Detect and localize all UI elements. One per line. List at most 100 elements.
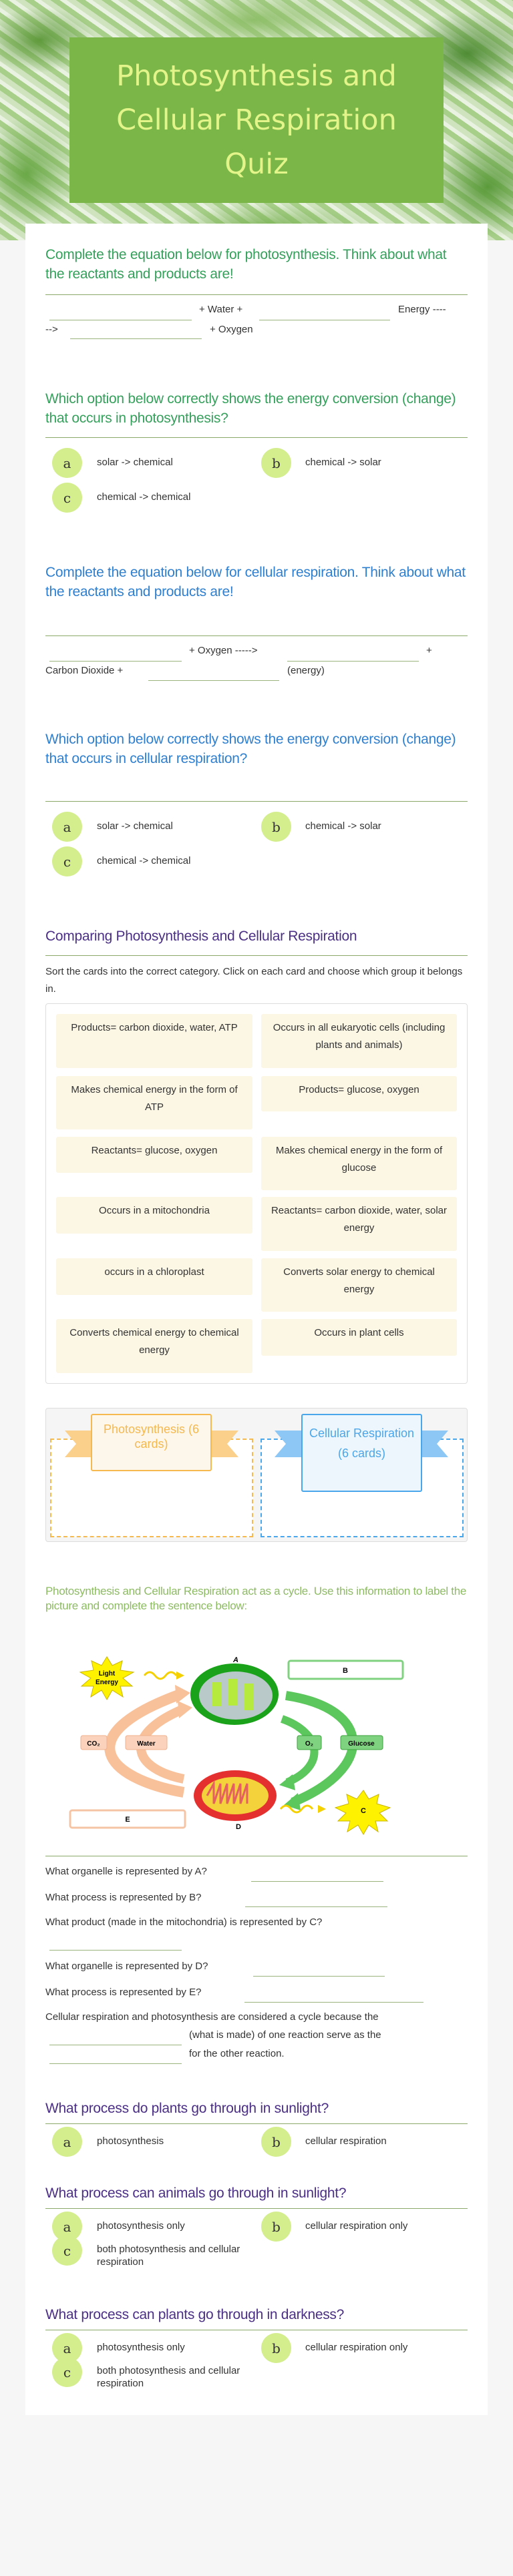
q3-blank-2[interactable] — [287, 661, 419, 662]
sort-card[interactable]: Occurs in a mitochondria — [56, 1197, 252, 1234]
option-label[interactable]: photosynthesis only — [97, 2342, 185, 2353]
q1-blank-3[interactable] — [70, 338, 202, 339]
option-letter-c: c — [52, 2357, 82, 2387]
title-box: Photosynthesis and Cellular Respiration … — [69, 37, 444, 203]
co2-label: CO₂ — [87, 1740, 100, 1748]
answer-d-input[interactable] — [253, 1976, 385, 1977]
option-letter-c: c — [52, 483, 82, 513]
question-b: What process is represented by B? — [45, 1892, 202, 1903]
question-d: What organelle is represented by D? — [45, 1961, 208, 1972]
option-label[interactable]: solar -> chemical — [97, 820, 173, 832]
sort-card[interactable]: Makes chemical energy in the form of glu… — [261, 1137, 457, 1190]
q3-text: (energy) — [287, 665, 325, 676]
option-label[interactable]: solar -> chemical — [97, 457, 173, 468]
option-label[interactable]: both photosynthesis and cellular respira… — [97, 2365, 240, 2389]
answer-e-input[interactable] — [244, 2002, 423, 2003]
sort-card[interactable]: Occurs in all eukaryotic cells (includin… — [261, 1014, 457, 1068]
box-e — [69, 1809, 186, 1829]
question-c: What product (made in the mitochondria) … — [45, 1916, 323, 1928]
q2-option-a[interactable]: a — [52, 448, 82, 478]
cycle-sentence: for the other reaction. — [189, 2048, 285, 2059]
cristae — [206, 1780, 248, 1804]
option-letter-a: a — [52, 448, 82, 478]
ribbon-decorations — [65, 1431, 448, 1457]
q7-option-c[interactable]: c — [52, 2357, 82, 2387]
q1-text: + Water + — [199, 304, 243, 315]
cycle-diagram: Light Energy A B CO₂ Water O₂ Glucose E … — [69, 1656, 404, 1836]
q5-option-a[interactable]: a — [52, 2127, 82, 2157]
q5-heading: What process do plants go through in sun… — [45, 2101, 329, 2116]
sort-heading: Comparing Photosynthesis and Cellular Re… — [45, 929, 357, 944]
q4-option-c[interactable]: c — [52, 846, 82, 876]
q2-heading: Which option below correctly shows the e… — [45, 391, 456, 426]
q3-text: + Oxygen -----> — [189, 645, 258, 656]
option-label[interactable]: chemical -> solar — [305, 820, 381, 832]
option-label[interactable]: photosynthesis — [97, 2135, 164, 2147]
option-label[interactable]: chemical -> solar — [305, 457, 381, 468]
o2-box — [297, 1735, 322, 1750]
co2-box — [80, 1735, 108, 1750]
q3-blank-3[interactable] — [148, 680, 279, 681]
box-b — [287, 1659, 404, 1680]
sort-card[interactable]: Converts solar energy to chemical energy — [261, 1258, 457, 1312]
q2-option-c[interactable]: c — [52, 483, 82, 513]
quiz-title: Photosynthesis and Cellular Respiration … — [116, 59, 397, 181]
o2-label: O₂ — [305, 1740, 313, 1748]
option-label[interactable]: both photosynthesis and cellular respira… — [97, 2244, 240, 2268]
option-label[interactable]: cellular respiration — [305, 2135, 387, 2147]
q2-option-b[interactable]: b — [261, 448, 291, 478]
arrow-head — [318, 1805, 326, 1813]
option-letter-b: b — [261, 2212, 291, 2242]
ribbon-right-tail — [212, 1431, 238, 1457]
q5-option-b[interactable]: b — [261, 2127, 291, 2157]
sort-card[interactable]: Products= glucose, oxygen — [261, 1076, 457, 1111]
divider — [45, 955, 468, 956]
glucose-box — [340, 1735, 383, 1750]
q3-text: Carbon Dioxide + — [45, 665, 124, 676]
water-box — [125, 1735, 168, 1750]
question-a: What organelle is represented by A? — [45, 1866, 207, 1877]
water-label: Water — [137, 1740, 156, 1748]
ribbon-left-tail — [65, 1431, 91, 1457]
option-label[interactable]: photosynthesis only — [97, 2220, 185, 2232]
sort-card[interactable]: Reactants= carbon dioxide, water, solar … — [261, 1197, 457, 1251]
light-wave-arrow — [143, 1671, 178, 1680]
answer-b-input[interactable] — [245, 1906, 387, 1907]
energy-wave-arrow — [279, 1804, 314, 1814]
sort-card[interactable]: Reactants= glucose, oxygen — [56, 1137, 252, 1173]
sort-instructions: Sort the cards into the correct category… — [45, 966, 463, 995]
sort-card[interactable]: Converts chemical energy to chemical ene… — [56, 1319, 252, 1373]
option-label[interactable]: chemical -> chemical — [97, 855, 191, 866]
q4-heading: Which option below correctly shows the e… — [45, 732, 456, 766]
sentence-blank-2[interactable] — [49, 2063, 182, 2064]
sort-card[interactable]: Products= carbon dioxide, water, ATP — [56, 1014, 252, 1068]
arrow-head — [178, 1701, 192, 1718]
label-e: E — [125, 1816, 130, 1824]
label-d: D — [236, 1823, 241, 1831]
ribbon-left-tail — [275, 1431, 301, 1457]
q6-option-c[interactable]: c — [52, 2236, 82, 2266]
q3-blank-1[interactable] — [49, 661, 182, 662]
q6-option-b[interactable]: b — [261, 2212, 291, 2242]
arrow-head — [176, 1671, 184, 1680]
q4-option-a[interactable]: a — [52, 812, 82, 842]
divider — [45, 437, 468, 438]
answer-c-input[interactable] — [49, 1950, 182, 1951]
cellular-respiration-bucket-label: Cellular Respiration (6 cards) — [301, 1414, 422, 1492]
answer-a-input[interactable] — [251, 1881, 383, 1882]
option-label[interactable]: cellular respiration only — [305, 2220, 408, 2232]
option-letter-c: c — [52, 846, 82, 876]
q7-option-b[interactable]: b — [261, 2333, 291, 2363]
option-label[interactable]: chemical -> chemical — [97, 491, 191, 503]
sort-card[interactable]: Occurs in plant cells — [261, 1319, 457, 1356]
q4-option-b[interactable]: b — [261, 812, 291, 842]
cycle-heading: Photosynthesis and Cellular Respiration … — [45, 1585, 467, 1612]
ribbon-right-tail — [422, 1431, 448, 1457]
photosynthesis-bucket-label: Photosynthesis (6 cards) — [91, 1414, 212, 1471]
q6-heading: What process can animals go through in s… — [45, 2185, 347, 2201]
arrow-head — [175, 1685, 190, 1704]
atp-burst — [334, 1790, 391, 1836]
sort-card[interactable]: Makes chemical energy in the form of ATP — [56, 1076, 252, 1129]
sort-card[interactable]: occurs in a chloroplast — [56, 1258, 252, 1295]
option-label[interactable]: cellular respiration only — [305, 2342, 408, 2353]
